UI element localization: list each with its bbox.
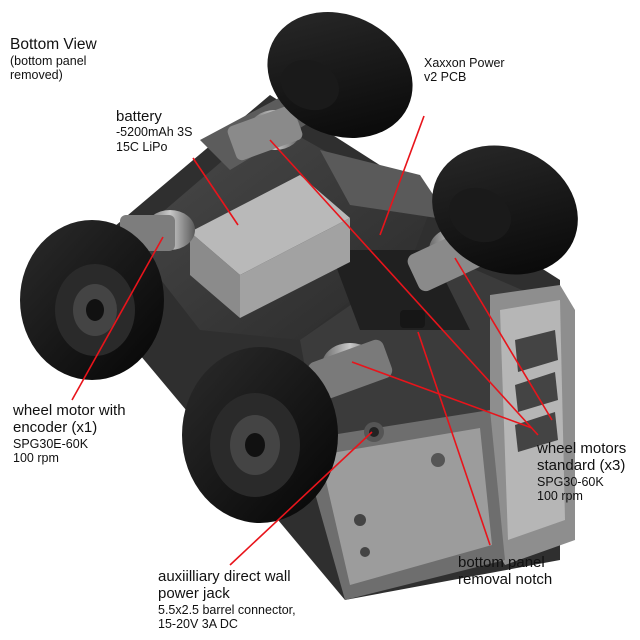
wheel-top-left	[267, 12, 413, 138]
callout-standard-line-4: 100 rpm	[537, 488, 583, 503]
callout-pcb: Xaxxon Power v2 PCB	[424, 56, 505, 85]
title-sub-1: (bottom panel	[10, 53, 87, 68]
callout-jack: auxiilliary direct wall power jack 5.5x2…	[158, 568, 296, 631]
wheel-bottom-left	[20, 220, 164, 380]
leader-std-2	[454, 257, 553, 421]
callout-battery-spec-2: 15C LiPo	[116, 139, 168, 154]
callout-jack-line-2: power jack	[158, 585, 230, 603]
callout-battery: battery -5200mAh 3S 15C LiPo	[116, 108, 192, 154]
removal-notch	[400, 310, 425, 328]
callout-notch-line-1: bottom panel	[458, 554, 545, 571]
callout-encoder-line-3: SPG30E-60K	[13, 436, 89, 451]
power-jack	[364, 422, 384, 442]
leader-notch	[417, 331, 491, 546]
title-sub-2: removed)	[10, 68, 63, 83]
callout-pcb-line-2: v2 PCB	[424, 70, 467, 85]
leader-battery	[192, 157, 239, 226]
callout-battery-spec-1: -5200mAh 3S	[116, 125, 193, 140]
motor-standard-3	[307, 339, 393, 401]
wheel-top-right	[432, 145, 578, 275]
callout-pcb-line-1: Xaxxon Power	[424, 56, 505, 70]
callout-standard-line-1: wheel motors	[537, 440, 627, 457]
leader-encoder	[71, 236, 164, 401]
title-main: Bottom View	[10, 36, 97, 53]
leader-std-1	[269, 139, 539, 436]
battery-block	[190, 175, 350, 318]
leader-pcb	[379, 115, 425, 236]
callout-standard-line-2: standard (x3)	[537, 457, 626, 475]
callout-jack-line-4: 15-20V 3A DC	[158, 616, 238, 631]
leader-jack	[229, 431, 373, 566]
leader-std-3	[351, 361, 533, 429]
callout-standard-motors: wheel motors standard (x3) SPG30-60K 100…	[537, 440, 626, 503]
callout-jack-line-3: 5.5x2.5 barrel connector,	[158, 602, 296, 617]
callout-encoder-line-2: encoder (x1)	[13, 419, 98, 437]
leader-lines	[71, 115, 553, 566]
callout-encoder-line-4: 100 rpm	[13, 450, 59, 465]
motor-standard-1	[227, 105, 303, 161]
callout-notch-line-2: removal notch	[458, 571, 553, 589]
callout-encoder-motor: wheel motor with encoder (x1) SPG30E-60K…	[13, 402, 126, 465]
callout-jack-line-1: auxiilliary direct wall	[158, 568, 291, 585]
wheel-bottom-right	[182, 347, 338, 523]
callout-notch: bottom panel removal notch	[458, 554, 552, 589]
callout-encoder-line-1: wheel motor with	[13, 402, 126, 419]
title-block: Bottom View (bottom panel removed)	[10, 36, 97, 83]
callout-battery-name: battery	[116, 108, 162, 125]
callout-standard-line-3: SPG30-60K	[537, 474, 604, 489]
